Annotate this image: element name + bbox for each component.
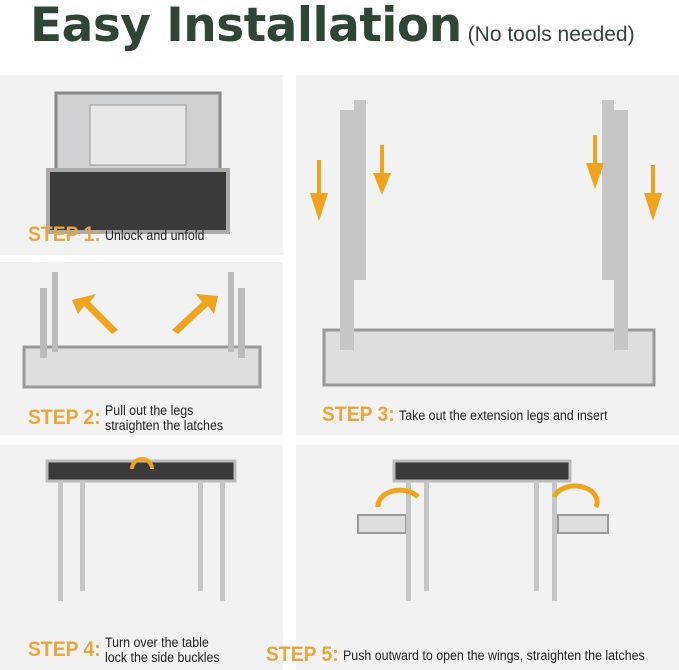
arrow-icon (172, 294, 218, 334)
step-description: Push outward to open the wings, straight… (342, 647, 645, 663)
page-title: Easy Installation(No tools needed) (30, 0, 635, 53)
step-label: STEP 3: (322, 403, 395, 426)
step-1-panel: STEP 1: Unlock and unfold (0, 75, 283, 255)
wings-open-image (357, 459, 609, 601)
step-description: Take out the extension legs and insert (398, 407, 608, 423)
assembled-table-image (45, 457, 237, 601)
step-label: STEP 2: (28, 406, 101, 429)
step-description: straighten the latches (104, 418, 224, 433)
step-label: STEP 4: (28, 638, 101, 661)
title-main: Easy Installation (30, 0, 462, 53)
step-label: STEP 5: (266, 643, 339, 666)
legs-out-image (22, 272, 262, 389)
step-1-caption: STEP 1: Unlock and unfold (28, 223, 213, 247)
step-label: STEP 1: (28, 223, 101, 246)
step-description: Pull out the legs (104, 403, 194, 418)
folded-table-image (46, 91, 230, 234)
step-3-panel: STEP 3: Take out the extension legs and … (296, 75, 679, 435)
step-5-caption: STEP 5: Push outward to open the wings, … (266, 643, 671, 667)
step-3-caption: STEP 3: Take out the extension legs and … (322, 403, 626, 427)
arrow-icon (551, 483, 600, 509)
step-description: Unlock and unfold (104, 227, 205, 243)
title-subtitle: (No tools needed) (467, 23, 635, 46)
arrow-icons (310, 135, 662, 221)
rotate-arrow-icon (130, 457, 154, 470)
step-description: lock the side buckles (104, 650, 220, 665)
arrow-icon (72, 294, 118, 334)
arrow-icon (375, 487, 420, 508)
step-description: Turn over the table (104, 635, 209, 650)
extension-legs-image (310, 100, 662, 387)
step-5-panel: STEP 5: Push outward to open the wings, … (266, 445, 679, 670)
